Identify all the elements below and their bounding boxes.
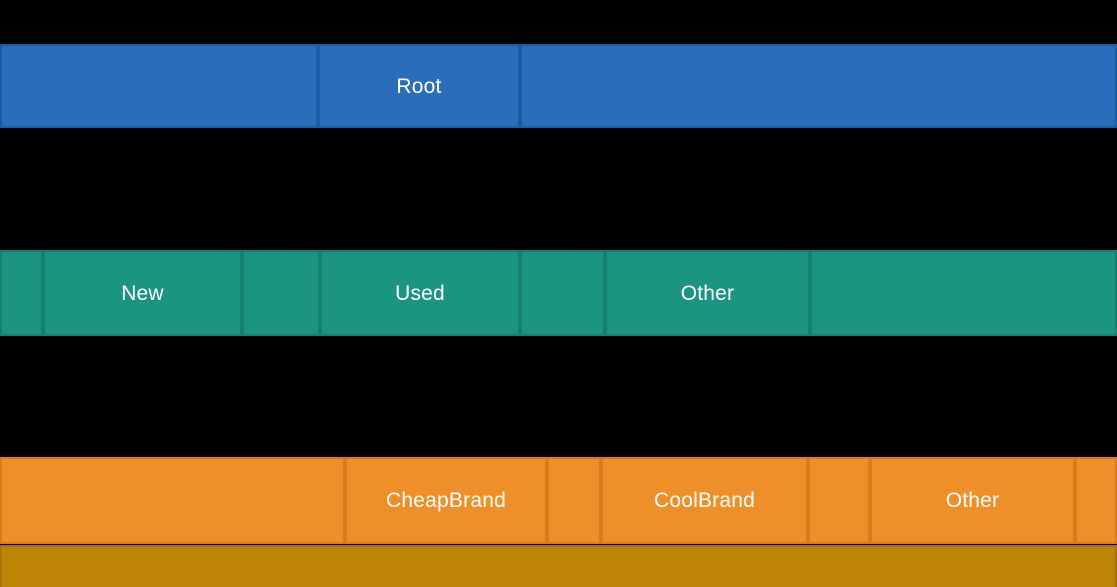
icicle-node-root-0[interactable] — [0, 44, 318, 128]
icicle-level-root: Root — [0, 44, 1117, 128]
icicle-node-brand-2[interactable] — [547, 457, 601, 544]
node-label: CheapBrand — [386, 489, 506, 512]
icicle-node-coolbrand[interactable]: CoolBrand — [601, 457, 808, 544]
node-label: Used — [395, 281, 445, 305]
icicle-node-category-2[interactable] — [242, 250, 320, 336]
icicle-node-category-6[interactable] — [810, 250, 1117, 336]
icicle-node-root[interactable]: Root — [318, 44, 520, 128]
icicle-node-new[interactable]: New — [43, 250, 242, 336]
icicle-node-other[interactable]: Other — [870, 457, 1075, 544]
node-label: CoolBrand — [653, 489, 756, 512]
icicle-node-root-2[interactable] — [520, 44, 1117, 128]
icicle-node-leaf-0[interactable] — [0, 545, 1117, 587]
icicle-node-brand-0[interactable] — [0, 457, 345, 544]
icicle-node-category-4[interactable] — [520, 250, 605, 336]
icicle-node-category-0[interactable] — [0, 250, 43, 336]
node-label: Other — [680, 281, 735, 305]
node-label: New — [121, 281, 164, 305]
node-label: Root — [396, 74, 442, 98]
icicle-level-brand: CheapBrand CoolBrand Other — [0, 457, 1117, 544]
icicle-node-brand-6[interactable] — [1075, 457, 1117, 544]
icicle-node-other[interactable]: Other — [605, 250, 810, 336]
icicle-node-brand-4[interactable] — [808, 457, 870, 544]
icicle-level-leaf — [0, 545, 1117, 587]
icicle-level-category: New Used Other — [0, 250, 1117, 336]
icicle-node-cheapbrand[interactable]: CheapBrand — [345, 457, 547, 544]
icicle-node-used[interactable]: Used — [320, 250, 520, 336]
node-label: Other — [945, 489, 1000, 512]
